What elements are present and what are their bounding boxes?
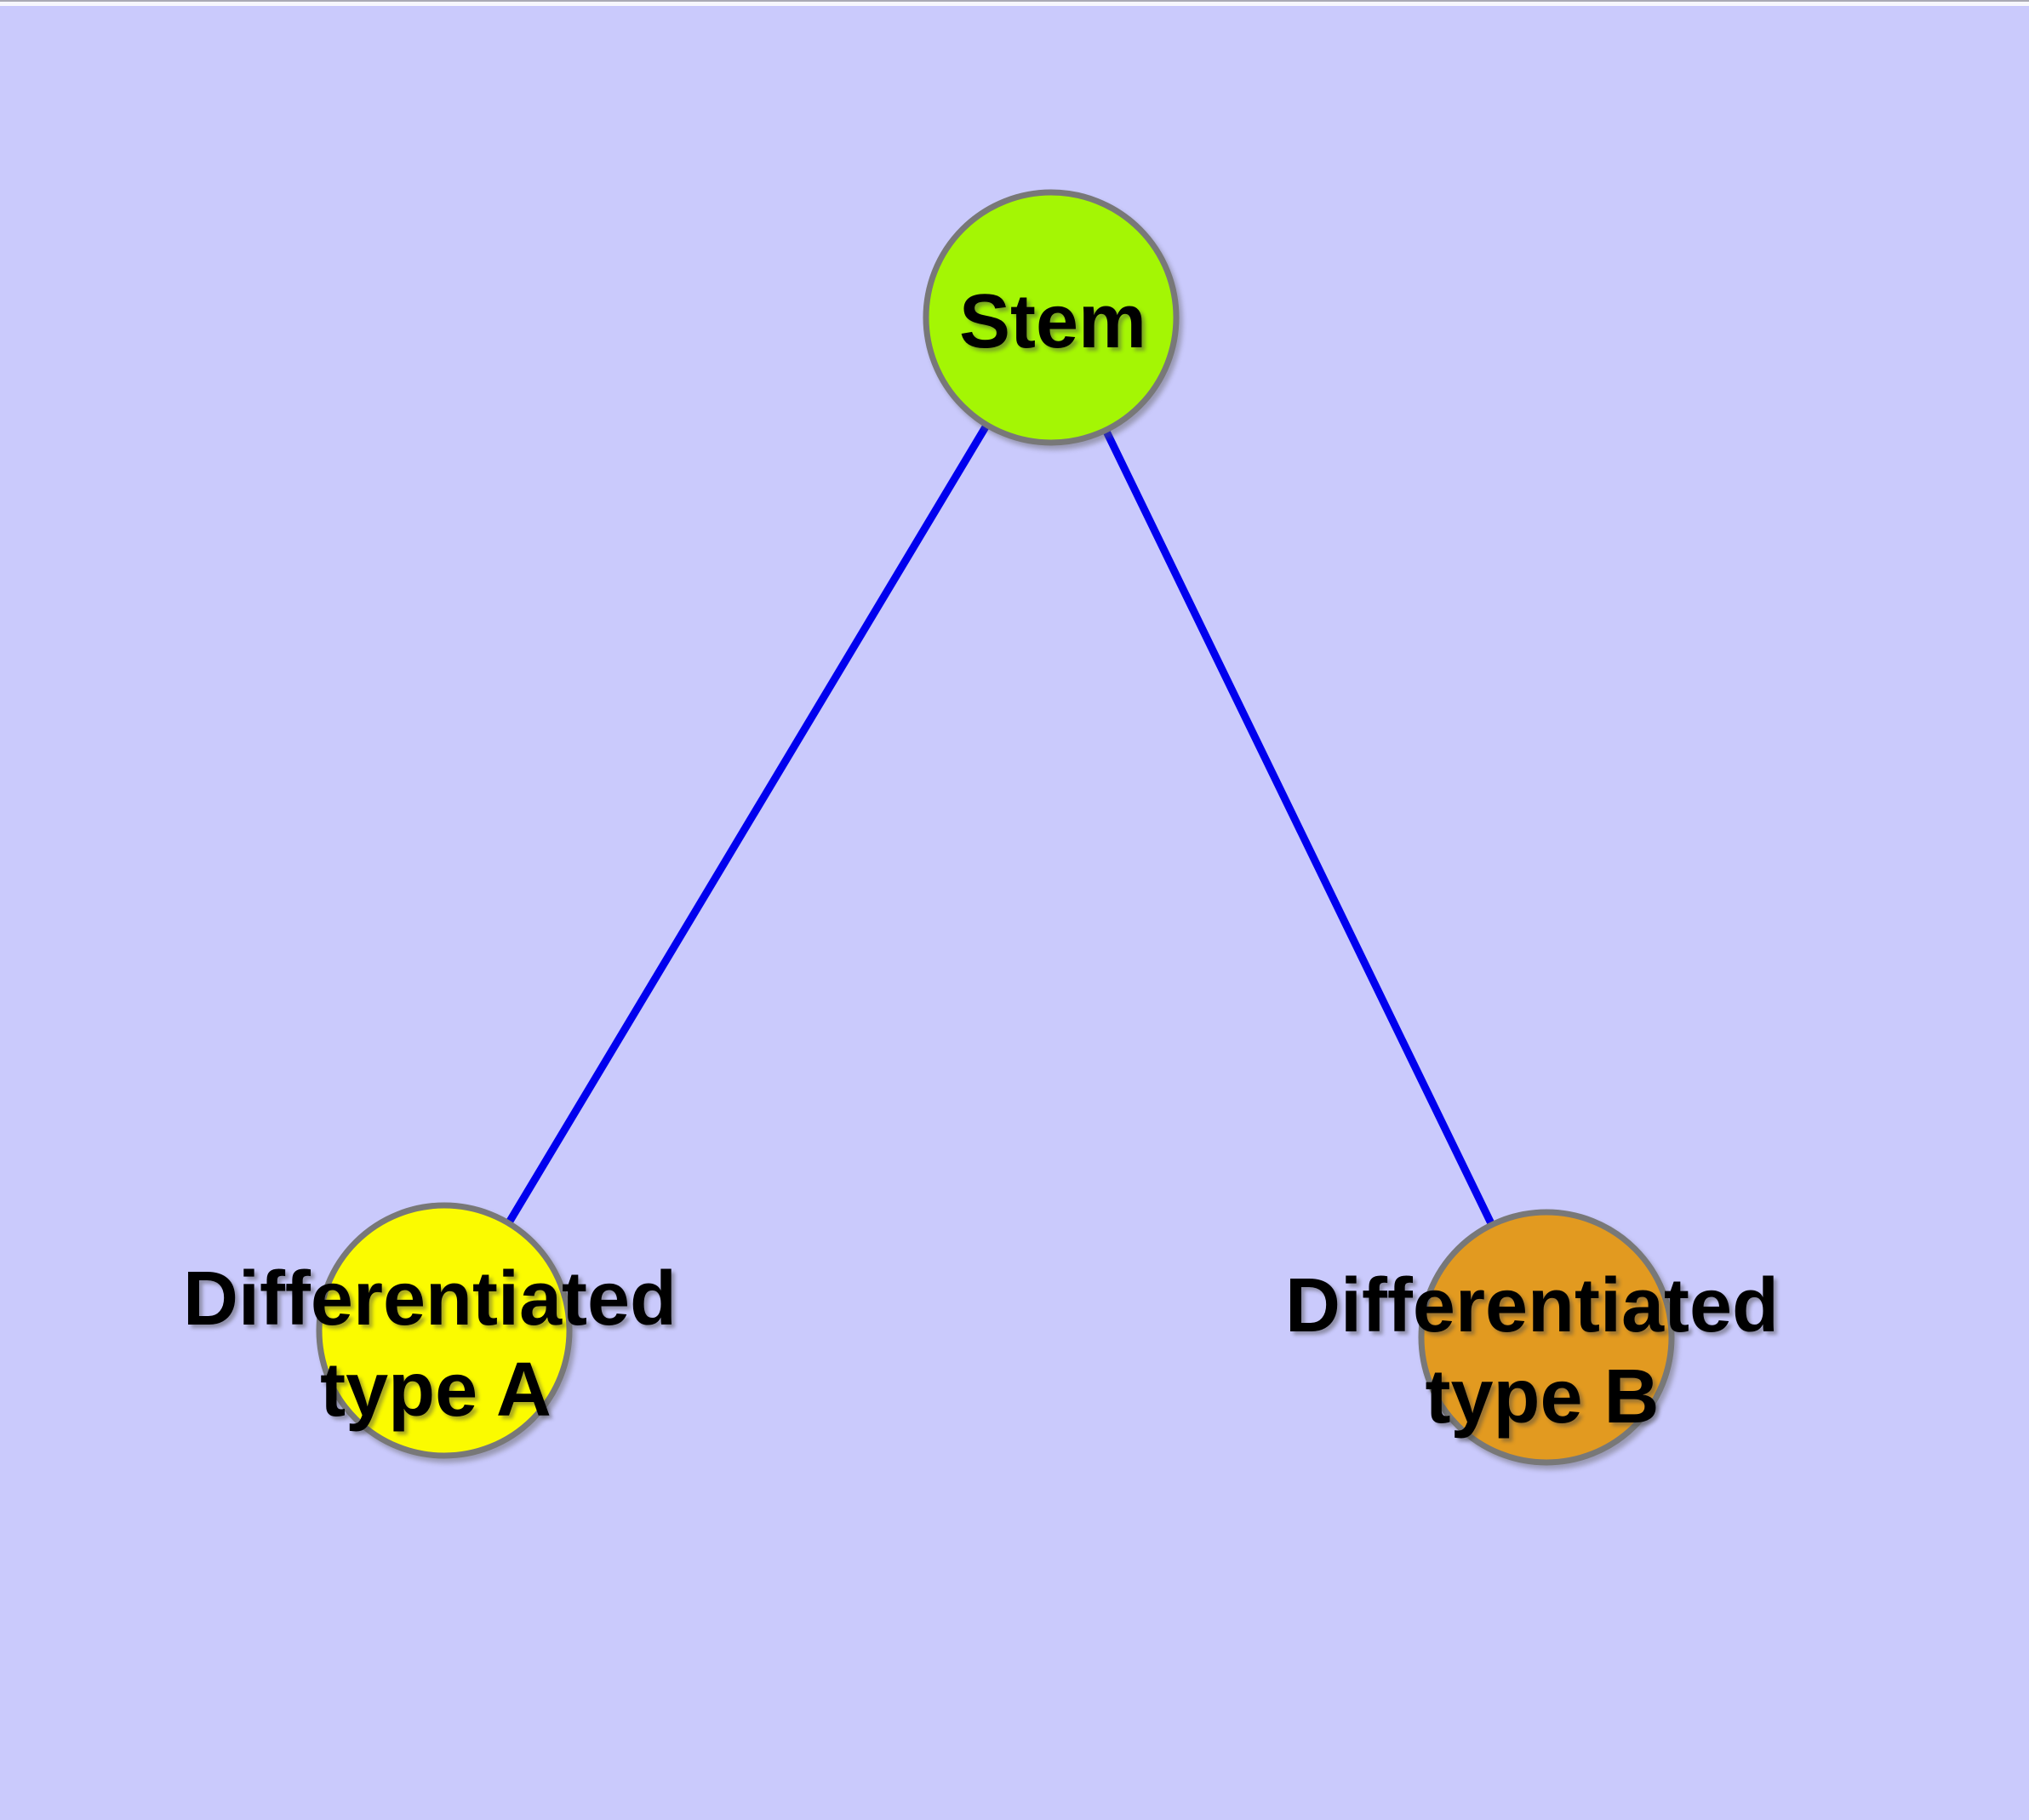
node-type-b[interactable]: [1418, 1209, 1675, 1466]
node-type-a-label-line1: Differentiated: [183, 1256, 677, 1342]
edge-stem-to-type-b: [1047, 316, 1551, 1339]
node-type-a[interactable]: [316, 1202, 573, 1459]
edge-stem-to-type-a: [441, 315, 1055, 1333]
node-type-a-label-line2: type A: [320, 1348, 552, 1433]
window-top-strip: [0, 2, 2029, 6]
node-type-b-label-line2: type B: [1425, 1354, 1659, 1439]
node-type-b-label-line1: Differentiated: [1285, 1263, 1779, 1348]
window-top-border: [0, 0, 2029, 2]
node-stem-label: Stem: [959, 279, 1146, 364]
node-stem[interactable]: [923, 189, 1180, 446]
